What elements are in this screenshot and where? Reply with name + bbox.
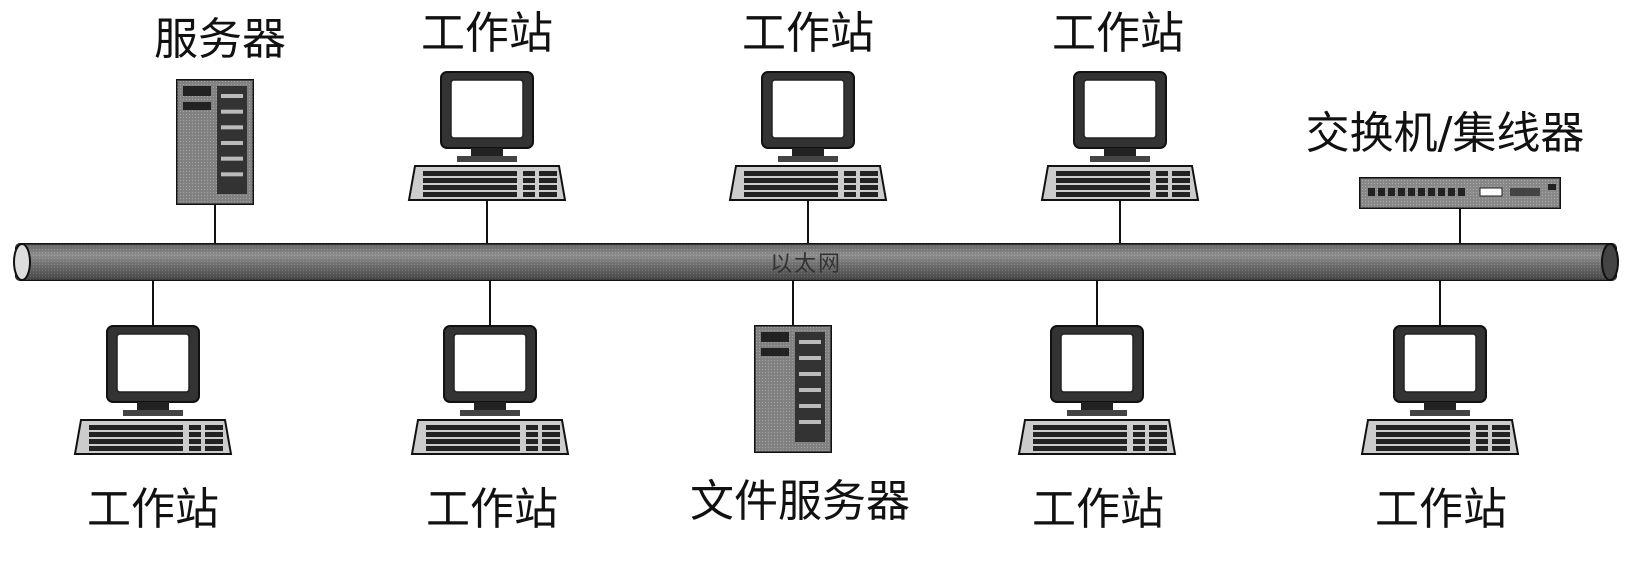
bottom-node-0-workstation-icon — [73, 280, 233, 455]
node-label-top-2: 工作站 — [742, 8, 874, 59]
node-label-top-1: 工作站 — [421, 8, 553, 59]
node-label-bottom-1: 工作站 — [426, 484, 558, 535]
bus-label: 以太网 — [769, 252, 843, 277]
ethernet-bus — [13, 243, 1619, 281]
node-label-top-0: 服务器 — [154, 14, 286, 65]
bottom-node-2-server-icon — [754, 280, 832, 453]
top-node-4-switch-hub-icon — [1359, 177, 1561, 244]
node-label-top-3: 工作站 — [1052, 8, 1184, 59]
bottom-node-4-workstation-icon — [1360, 280, 1520, 455]
top-node-0-server-icon — [176, 79, 254, 244]
top-node-1-workstation-icon — [407, 71, 567, 244]
top-node-2-workstation-icon — [728, 71, 888, 244]
node-label-bottom-2: 文件服务器 — [690, 476, 910, 527]
node-label-bottom-4: 工作站 — [1375, 484, 1507, 535]
node-label-bottom-3: 工作站 — [1032, 484, 1164, 535]
node-label-top-4: 交换机/集线器 — [1305, 108, 1585, 159]
bottom-node-3-workstation-icon — [1017, 280, 1177, 455]
top-node-3-workstation-icon — [1040, 71, 1200, 244]
node-label-bottom-0: 工作站 — [87, 484, 219, 535]
bottom-node-1-workstation-icon — [410, 280, 570, 455]
